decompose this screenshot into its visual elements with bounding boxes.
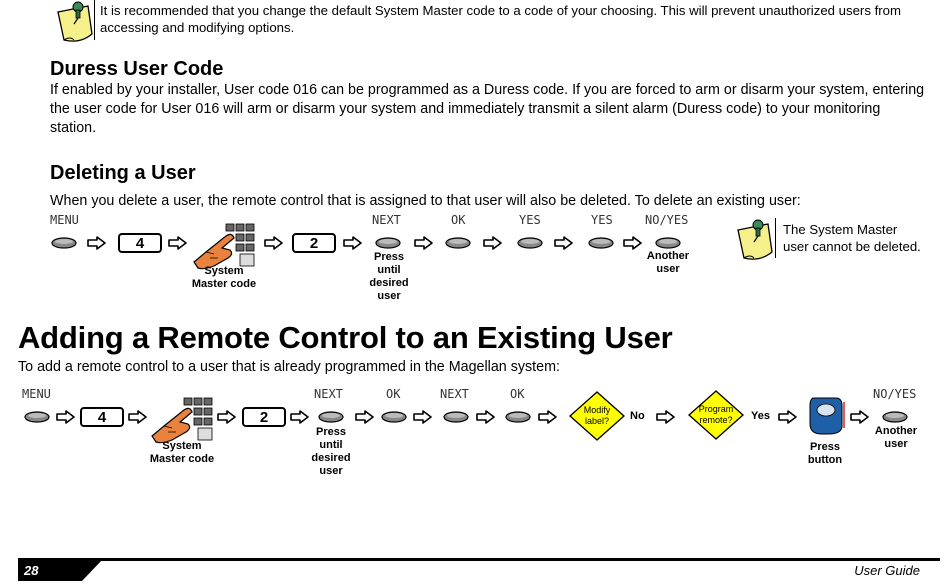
deleting-body: When you delete a user, the remote contr… bbox=[50, 193, 801, 209]
adding-heading: Adding a Remote Control to an Existing U… bbox=[18, 320, 673, 355]
adding-body: To add a remote control to a user that i… bbox=[18, 359, 560, 375]
lcd-menu: MENU bbox=[22, 387, 51, 401]
flow-arrow bbox=[217, 410, 237, 424]
caption-press-until-desired-user: Press until desired user bbox=[311, 426, 351, 477]
key-2[interactable]: 2 bbox=[292, 233, 336, 253]
flow-arrow bbox=[850, 410, 870, 424]
caption-press-until-desired-user: Press until desired user bbox=[369, 251, 409, 302]
lcd-yes: YES bbox=[519, 213, 541, 227]
yes-button-2[interactable] bbox=[588, 237, 614, 249]
flow-arrow bbox=[264, 236, 284, 250]
caption-another-user: Another user bbox=[646, 250, 690, 275]
flow-arrow bbox=[414, 236, 434, 250]
menu-button[interactable] bbox=[24, 411, 50, 423]
no-yes-button[interactable] bbox=[882, 411, 908, 423]
next-button-2[interactable] bbox=[443, 411, 469, 423]
flow-arrow bbox=[56, 410, 76, 424]
ok-button-2[interactable] bbox=[505, 411, 531, 423]
flow-arrow bbox=[778, 410, 798, 424]
note-icon bbox=[730, 218, 776, 264]
flow-arrow bbox=[290, 410, 310, 424]
caption-system-master-code: System Master code bbox=[191, 265, 257, 290]
decision-no-label: No bbox=[630, 410, 645, 422]
footer-title: User Guide bbox=[854, 563, 920, 578]
note-system-master-cannot-delete: The System Master user cannot be deleted… bbox=[783, 222, 921, 254]
lcd-next: NEXT bbox=[372, 213, 401, 227]
next-button[interactable] bbox=[375, 237, 401, 249]
flow-arrow bbox=[538, 410, 558, 424]
menu-button[interactable] bbox=[51, 237, 77, 249]
flow-arrow bbox=[128, 410, 148, 424]
flow-arrow bbox=[355, 410, 375, 424]
key-4[interactable]: 4 bbox=[118, 233, 162, 253]
ok-button[interactable] bbox=[445, 237, 471, 249]
yes-button[interactable] bbox=[517, 237, 543, 249]
remote-control-icon bbox=[806, 396, 846, 436]
note-divider bbox=[775, 218, 776, 258]
hand-keypad-icon bbox=[150, 396, 216, 446]
flow-arrow bbox=[168, 236, 188, 250]
note-divider bbox=[94, 0, 95, 40]
ok-button[interactable] bbox=[381, 411, 407, 423]
lcd-ok: OK bbox=[386, 387, 401, 401]
note-top-text: It is recommended that you change the de… bbox=[100, 3, 901, 35]
decision-diamond-program-remote bbox=[688, 390, 744, 440]
page-number: 28 bbox=[24, 563, 39, 578]
flow-arrow bbox=[87, 236, 107, 250]
decision-yes-label: Yes bbox=[751, 410, 770, 422]
lcd-next: NEXT bbox=[314, 387, 343, 401]
lcd-ok: OK bbox=[451, 213, 466, 227]
flow-arrow bbox=[623, 236, 643, 250]
flow-arrow bbox=[413, 410, 433, 424]
flow-arrow bbox=[343, 236, 363, 250]
duress-body: If enabled by your installer, User code … bbox=[50, 82, 925, 136]
decision-text-program-remote: Program remote? bbox=[698, 404, 734, 425]
deleting-heading: Deleting a User bbox=[50, 162, 196, 184]
duress-heading: Duress User Code bbox=[50, 58, 224, 80]
note-icon bbox=[50, 0, 96, 46]
caption-system-master-code: System Master code bbox=[149, 440, 215, 465]
decision-text-modify-label: Modify label? bbox=[583, 405, 611, 426]
lcd-menu: MENU bbox=[50, 213, 79, 227]
key-4[interactable]: 4 bbox=[80, 407, 124, 427]
footer-rule bbox=[18, 558, 940, 561]
lcd-next-2: NEXT bbox=[440, 387, 469, 401]
next-button[interactable] bbox=[318, 411, 344, 423]
caption-press-button: Press button bbox=[807, 441, 843, 466]
footer-page-tab bbox=[18, 560, 102, 581]
key-2[interactable]: 2 bbox=[242, 407, 286, 427]
flow-arrow bbox=[554, 236, 574, 250]
caption-another-user: Another user bbox=[874, 425, 918, 450]
decision-diamond-modify-label bbox=[569, 391, 625, 441]
no-yes-button[interactable] bbox=[655, 237, 681, 249]
lcd-no-yes: NO/YES bbox=[645, 213, 689, 227]
lcd-ok-2: OK bbox=[510, 387, 525, 401]
lcd-yes-2: YES bbox=[591, 213, 613, 227]
lcd-no-yes: NO/YES bbox=[873, 387, 917, 401]
flow-arrow bbox=[483, 236, 503, 250]
flow-arrow bbox=[476, 410, 496, 424]
flow-arrow bbox=[656, 410, 676, 424]
